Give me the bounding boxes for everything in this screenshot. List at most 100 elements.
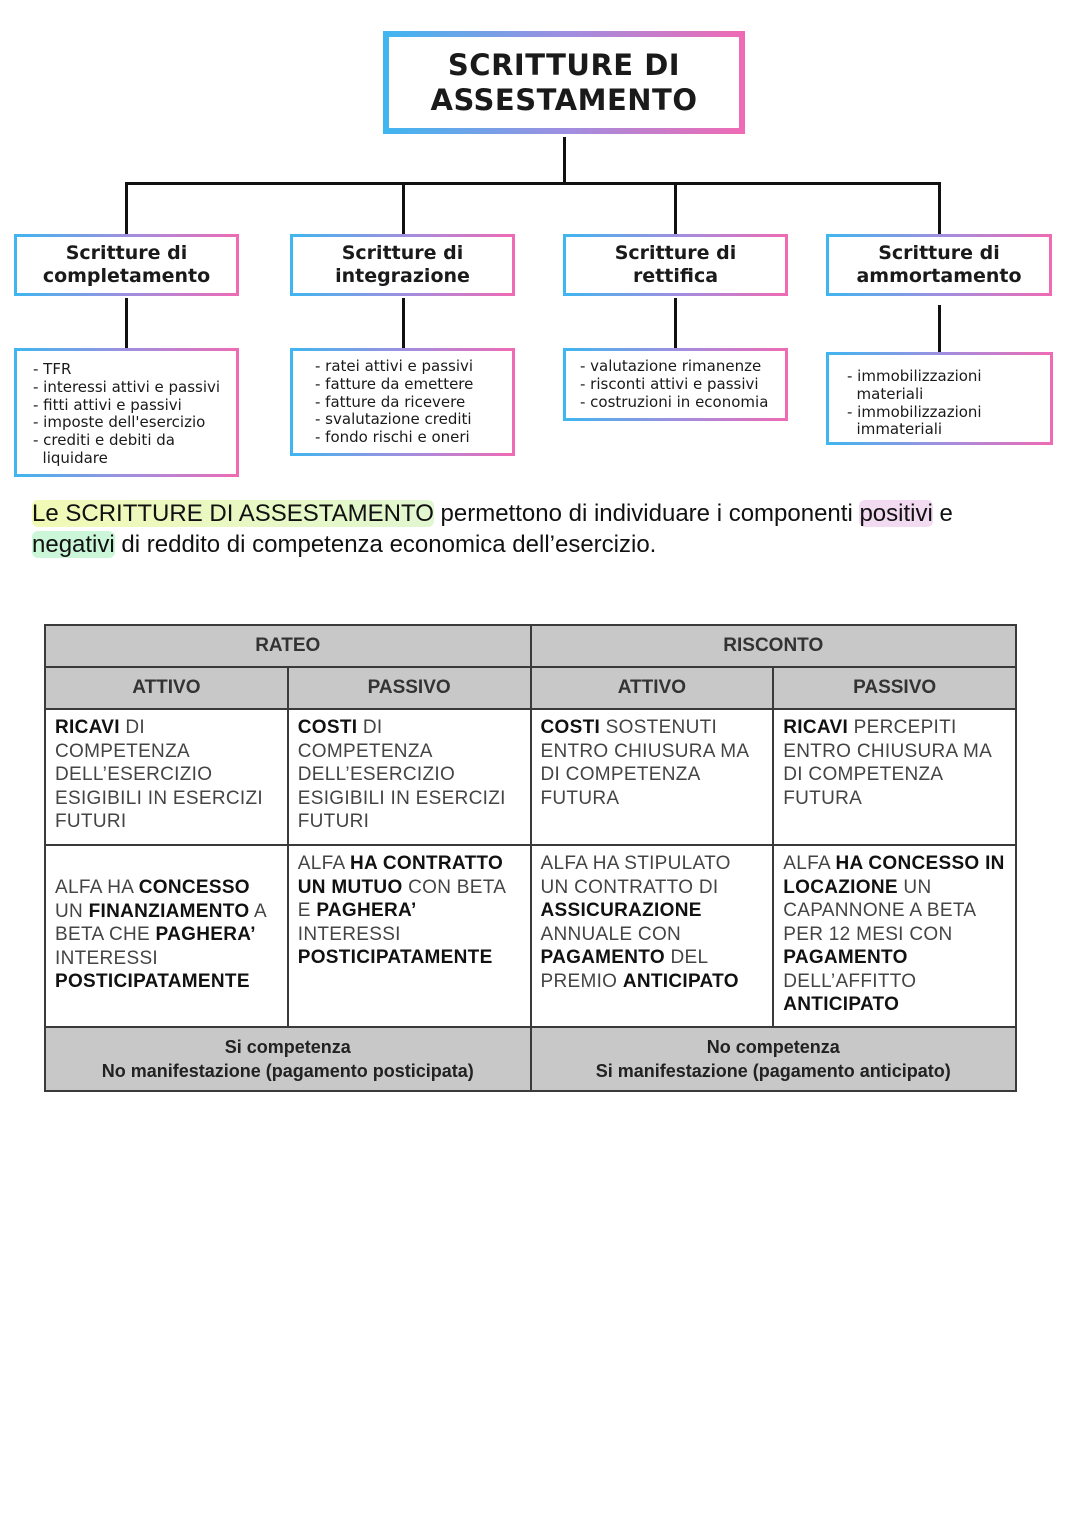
category-label-line1: Scritture di xyxy=(341,242,464,264)
cell-text: ALFA xyxy=(783,853,836,874)
cell-text: INTERESSI xyxy=(55,947,158,969)
connector-det-1 xyxy=(125,298,128,348)
connector-cat-3 xyxy=(674,182,677,234)
definition-rateo-attivo: RICAVI DI COMPETENZA DELL’ESERCIZIO ESIG… xyxy=(44,708,289,846)
cell-text: PERCEPITI ENTRO CHIUSURA MA DI COMPETENZ… xyxy=(783,717,992,809)
cell-text: UN xyxy=(55,900,89,922)
detail-item: - fondo rischi e oneri xyxy=(315,428,470,447)
cell-text: CON BETA E xyxy=(297,876,506,922)
bold-keyword: CONCESSO xyxy=(138,877,250,899)
detail-item: - TFR xyxy=(33,360,72,378)
header-risconto-passivo: PASSIVO xyxy=(772,666,1017,710)
footer-line1: No competenza xyxy=(706,1037,840,1057)
bold-keyword: PAGHERA’ xyxy=(155,924,256,946)
detail-item: - imposte dell'esercizio xyxy=(33,413,206,432)
detail-item: - valutazione rimanenze xyxy=(580,357,762,375)
cell-text: DI COMPETENZA DELL’ESERCIZIO ESIGIBILI I… xyxy=(55,717,263,832)
detail-item: - fitti attivi e passivi xyxy=(33,395,182,414)
text-span: e xyxy=(932,500,953,527)
detail-item: - fatture da ricevere xyxy=(315,392,466,411)
details-rettifica: - valutazione rimanenze - risconti attiv… xyxy=(563,348,788,421)
bold-keyword: POSTICIPATAMENTE xyxy=(55,971,250,993)
cell-text: A BETA CHE xyxy=(55,900,266,946)
bold-keyword: COSTI xyxy=(297,717,358,738)
example-risconto-passivo: ALFA HA CONCESSO IN LOCAZIONE UN CAPANNO… xyxy=(772,844,1017,1028)
cell-text: UN CAPANNONE A BETA PER 12 MESI CON xyxy=(783,876,976,945)
category-rettifica: Scritture di rettifica xyxy=(563,234,788,296)
cell-text: SOSTENUTI ENTRO CHIUSURA MA DI COMPETENZ… xyxy=(540,717,749,809)
cell-text: DELL’AFFITTO xyxy=(783,970,917,992)
detail-item: materiali xyxy=(847,384,924,403)
definition-risconto-passivo: RICAVI PERCEPITI ENTRO CHIUSURA MA DI CO… xyxy=(772,708,1017,846)
cell-text: ALFA HA xyxy=(55,877,139,899)
header-risconto: RISCONTO xyxy=(529,624,1017,668)
bold-keyword: RICAVI xyxy=(55,717,120,738)
bold-keyword: POSTICIPATAMENTE xyxy=(297,947,493,968)
detail-item: - interessi attivi e passivi xyxy=(33,377,221,396)
highlight-negativi: negativi xyxy=(32,531,115,558)
example-risconto-attivo: ALFA HA STIPULATO UN CONTRATTO DI ASSICU… xyxy=(529,844,775,1028)
bold-keyword: PAGAMENTO xyxy=(540,947,665,968)
header-rateo: RATEO xyxy=(44,624,532,668)
bold-keyword: PAGHERA’ xyxy=(316,900,417,921)
description-paragraph: Le SCRITTURE DI ASSESTAMENTO permettono … xyxy=(32,498,1042,560)
bold-keyword: PAGAMENTO xyxy=(783,947,908,968)
connector-cat-2 xyxy=(402,182,405,234)
bold-keyword: ASSICURAZIONE xyxy=(540,900,702,921)
category-label-line2: integrazione xyxy=(335,265,470,287)
text-span: permettono di individuare i componenti xyxy=(433,500,860,527)
detail-item: - fatture da emettere xyxy=(315,374,474,393)
details-completamento: - TFR - interessi attivi e passivi - fit… xyxy=(14,348,239,477)
highlight-title: Le SCRITTURE DI ASSESTAMENTO xyxy=(32,500,434,527)
cell-text: ALFA xyxy=(297,853,350,874)
detail-item: - costruzioni in economia xyxy=(580,392,769,411)
bold-keyword: FINANZIAMENTO xyxy=(88,900,250,922)
footer-risconto: No competenza Si manifestazione (pagamen… xyxy=(529,1026,1017,1092)
header-rateo-attivo: ATTIVO xyxy=(44,666,289,710)
detail-item: - immobilizzazioni xyxy=(847,402,982,421)
root-node: SCRITTURE DI ASSESTAMENTO xyxy=(383,31,745,134)
highlight-positivi: positivi xyxy=(859,500,933,527)
category-integrazione: Scritture di integrazione xyxy=(290,234,515,296)
footer-line2: Si manifestazione (pagamento anticipato) xyxy=(595,1061,951,1081)
bold-keyword: COSTI xyxy=(540,717,601,738)
bold-keyword: ANTICIPATO xyxy=(783,994,900,1015)
bold-keyword: RICAVI xyxy=(783,717,849,738)
cell-text: INTERESSI xyxy=(297,923,401,945)
detail-item: - ratei attivi e passivi xyxy=(315,357,474,375)
connector-root-down xyxy=(563,137,566,183)
detail-item: - svalutazione crediti xyxy=(315,410,472,429)
detail-item: - crediti e debiti da xyxy=(33,431,175,450)
connector-cat-4 xyxy=(938,182,941,234)
bold-keyword: HA CONCESSO IN LOCAZIONE xyxy=(783,853,1005,898)
cell-text: DEL PREMIO xyxy=(540,947,708,992)
cell-text: ALFA HA STIPULATO UN CONTRATTO DI xyxy=(540,853,731,898)
detail-item: immateriali xyxy=(847,420,943,439)
footer-line1: Si competenza xyxy=(224,1037,351,1057)
detail-item: - immobilizzazioni xyxy=(847,367,982,385)
category-label-line2: completamento xyxy=(42,265,211,287)
footer-line2: No manifestazione (pagamento posticipata… xyxy=(101,1061,474,1081)
connector-horizontal xyxy=(125,182,941,185)
example-rateo-passivo: ALFA HA CONTRATTO UN MUTUO CON BETA E PA… xyxy=(286,844,532,1028)
category-ammortamento: Scritture di ammortamento xyxy=(826,234,1052,296)
category-completamento: Scritture di completamento xyxy=(14,234,239,296)
example-rateo-attivo: ALFA HA CONCESSO UN FINANZIAMENTO A BETA… xyxy=(44,844,289,1028)
bold-keyword: HA CONTRATTO UN MUTUO xyxy=(297,853,504,898)
definition-rateo-passivo: COSTI DI COMPETENZA DELL’ESERCIZIO ESIGI… xyxy=(286,708,532,846)
header-rateo-passivo: PASSIVO xyxy=(286,666,532,710)
category-label-line1: Scritture di xyxy=(878,242,1000,264)
root-title-line2: ASSESTAMENTO xyxy=(430,82,698,117)
connector-det-4 xyxy=(938,305,941,352)
definition-risconto-attivo: COSTI SOSTENUTI ENTRO CHIUSURA MA DI COM… xyxy=(529,708,775,846)
details-ammortamento: - immobilizzazioni materiali - immobiliz… xyxy=(826,352,1053,445)
header-risconto-attivo: ATTIVO xyxy=(529,666,775,710)
text-span: di reddito di competenza economica dell’… xyxy=(114,531,657,558)
cell-text: ANNUALE CON xyxy=(540,923,682,945)
connector-cat-1 xyxy=(125,182,128,234)
connector-det-2 xyxy=(402,298,405,348)
connector-det-3 xyxy=(674,298,677,348)
detail-item: - risconti attivi e passivi xyxy=(580,374,759,393)
details-integrazione: - ratei attivi e passivi - fatture da em… xyxy=(290,348,515,456)
bold-keyword: ANTICIPATO xyxy=(622,970,739,992)
